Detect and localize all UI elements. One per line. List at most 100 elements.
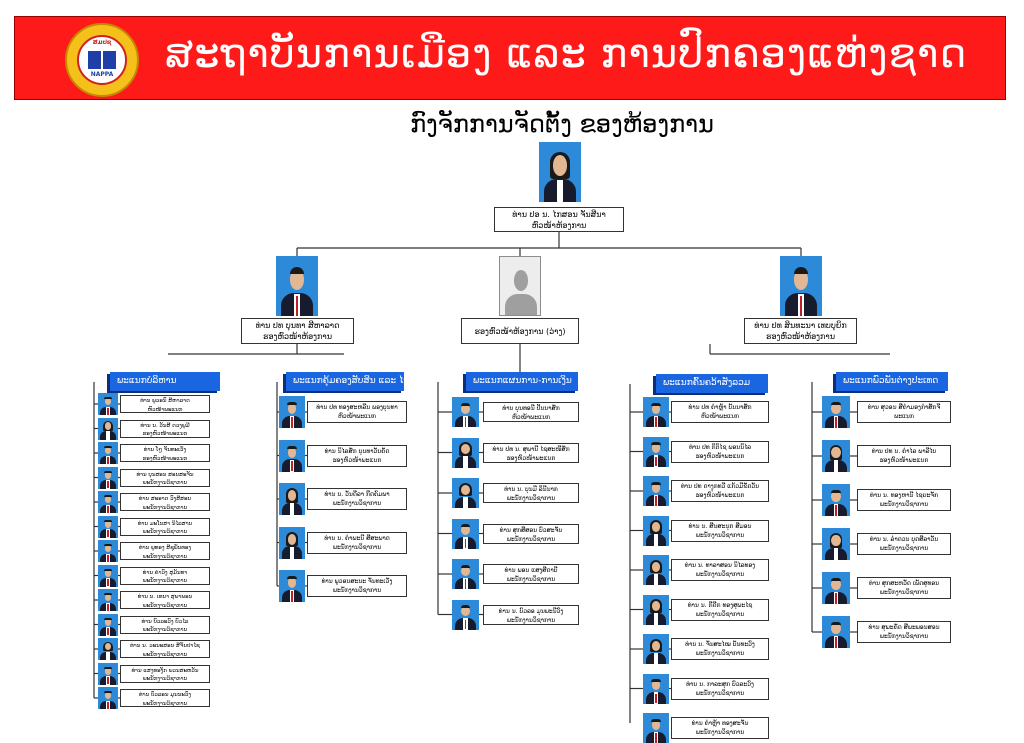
- member-photo: [452, 599, 479, 630]
- member-photo: [279, 570, 305, 602]
- person-role: ພະນັກງານວິຊາການ: [332, 500, 382, 507]
- member-box: ທ່ານ ສຸພະຄັດ ສີພະພອນສອນພະນັກງານວິຊາການ: [857, 621, 951, 643]
- department-header: ພະແນກຄົ້ນຄວ້າສັງລວມ: [656, 374, 768, 393]
- head-shape: [831, 579, 841, 591]
- member-photo: [98, 466, 118, 489]
- person-role: ຫົວໜ້າຫ້ອງການ: [531, 221, 587, 230]
- head-shape: [104, 593, 112, 602]
- hair-shape: [460, 524, 471, 528]
- tie-shape: [107, 579, 109, 587]
- head-shape: [651, 680, 661, 691]
- shirt-shape: [556, 179, 564, 202]
- member-photo: [452, 397, 479, 427]
- shirt-shape: [289, 503, 295, 515]
- member-box: ທ່ານ ພອນ ແສງສີດາບີພະນັກງານວິຊາການ: [483, 564, 579, 584]
- person-role: ຮອງຫົວໜ້າຫ້ອງການ: [263, 332, 332, 341]
- member-photo: [98, 613, 118, 636]
- person-role: ພະນັກງານວິຊາການ: [695, 610, 745, 618]
- shirt-shape: [653, 652, 659, 664]
- person-role: ພະນັກງານວິຊາການ: [695, 571, 745, 578]
- member-box: ທ່ານ ນ. ວັນສີ ດວງພູມີຮອງຫົວໜ້າພະແນກ: [120, 419, 210, 438]
- member-box: ທ່ານ ນ. ຈັນສະໄໝ ບັນທະວົງພະນັກງານວິຊາການ: [671, 638, 769, 660]
- person-name: ທ່ານ ພອນ ແສງສີດາບີ: [504, 567, 558, 574]
- person-role: ຮອງຫົວໜ້າຫ້ອງການ (ວ່າງ): [474, 326, 566, 336]
- head-shape: [289, 269, 305, 290]
- logo-text-bottom: NAPPA: [90, 71, 114, 78]
- tie-shape: [835, 505, 837, 516]
- head-shape: [651, 482, 661, 493]
- tie-shape: [291, 591, 293, 602]
- person-role: ຫົວໜ້າພະແນກ: [701, 413, 739, 420]
- head-shape: [104, 495, 112, 504]
- member-box: ທ່ານ ພູວອນສະນະ ຈັນທະເວັງພະນັກງານວິຊາການ: [307, 575, 407, 597]
- tie-shape: [655, 456, 657, 467]
- deputy-box: ຮອງຫົວໜ້າຫ້ອງການ (ວ່າງ): [461, 318, 579, 344]
- tie-shape: [291, 417, 293, 428]
- hair-shape: [460, 564, 471, 568]
- person-role: ພະນັກງານວິຊາການ: [142, 602, 188, 609]
- hair-shape: [287, 445, 297, 449]
- person-role: ພະນັກງານວິຊາການ: [142, 578, 188, 584]
- member-photo: [822, 396, 850, 428]
- person-name: ທ່ານ ປທ ຄຳຫຼ້າ ບັນນາສັກ: [688, 404, 752, 411]
- director-photo: [539, 142, 581, 202]
- deputy-box: ທ່ານ ປທ ບຸນທາ ສີຫາລາດຮອງຫົວໜ້າຫ້ອງການ: [241, 318, 354, 344]
- hair-shape: [104, 568, 112, 571]
- hair-shape: [287, 576, 297, 580]
- person-name: ທ່ານ ບຸນທອນີ ປັນນາສັກ: [502, 405, 560, 412]
- person-role: ພະນັກງານວິຊາການ: [332, 543, 382, 551]
- head-shape: [104, 569, 112, 577]
- member-box: ທ່ານ ນ. ບຸນມີ ລິນີນາກພະນັກງານວິຊາການ: [483, 483, 579, 503]
- head-shape: [104, 642, 112, 651]
- member-box: ທ່ານ ບຸນສອນ ສອນສະຈັນພະນັກງານວິຊາການ: [120, 468, 210, 487]
- member-photo: [643, 397, 669, 427]
- person-role: ພະນັກງານວິຊາການ: [506, 535, 556, 543]
- member-photo: [643, 476, 669, 506]
- hair-shape: [460, 402, 471, 406]
- person-role: ພະນັກງານວິຊາການ: [695, 650, 745, 657]
- hair-shape: [104, 446, 112, 449]
- hair-shape: [104, 691, 112, 694]
- tie-shape: [799, 296, 803, 316]
- person-role: ຫົວໜ້າພະແນກ: [512, 414, 550, 421]
- tie-shape: [107, 481, 109, 489]
- head-shape: [287, 577, 297, 589]
- hair-shape: [831, 490, 841, 494]
- member-box: ທ່ານ ນ. ທາລາສອນ ນິໄລທອງພະນັກງານວິຊາການ: [671, 559, 769, 581]
- head-shape: [651, 640, 661, 651]
- person-role: ພະນັກງານວິຊາການ: [142, 529, 188, 535]
- person-name: ທ່ານ ນິໄລສັກ ບຸນທາວັນຄັດ: [324, 447, 390, 455]
- head-shape: [460, 403, 471, 414]
- head-shape: [460, 484, 471, 495]
- member-photo: [98, 393, 118, 415]
- member-box: ທ່ານ ນ. ລຳດວນ ບຸດສີລາວັນພະນັກງານວິຊາການ: [857, 533, 951, 555]
- person-name: ທ່ານ ມະໂນສາ ນິໄລສານ: [137, 520, 193, 527]
- member-photo: [822, 440, 850, 472]
- member-box: ທ່ານ ນ. ກາລະສຸກ ບົວລະວົງພະນັກງານວິຊາການ: [671, 677, 769, 700]
- member-box: ທ່ານ ນ. ທອງຫານີ ໄຊຍະຈັກພະນັກງານວິຊາການ: [857, 489, 951, 511]
- department-header: ພະແນກພົວພັນຕ່າງປະເທດ: [836, 372, 948, 391]
- person-name: ທ່ານ ພູວອນົ ສີຫາລາດ: [140, 398, 190, 404]
- head-shape: [651, 443, 661, 454]
- person-name: ທ່ານ ນ. ວະນະສອນ ສີຈັນປາໄຊ: [130, 643, 200, 649]
- member-box: ທ່ານ ພູວອນົ ສີຫາລາດຫົວໜ້າພະແນກ: [120, 395, 210, 413]
- logo-emblem: ສມປຊ NAPPA: [77, 35, 127, 85]
- tie-shape: [655, 693, 657, 704]
- hair-shape: [651, 679, 661, 683]
- member-photo: [643, 673, 669, 704]
- person-role: ພະນັກງານວິຊາການ: [142, 627, 188, 633]
- tie-shape: [464, 579, 467, 589]
- member-box: ທ່ານ ປທ ຄຳຫຼ້າ ບັນນາສັກຫົວໜ້າພະແນກ: [671, 401, 769, 423]
- member-photo: [98, 491, 118, 513]
- head-shape: [513, 270, 529, 291]
- person-role: ພະນັກງານວິຊາການ: [695, 531, 745, 539]
- person-name: ທ່ານ ນ. ທອງຫານີ ໄຊຍະຈັກ: [869, 492, 939, 499]
- head-shape: [831, 491, 841, 503]
- member-photo: [643, 436, 669, 467]
- deputy-photo: [780, 256, 822, 316]
- member-box: ທ່ານ ສຸກສີສອນ ບົວສະຈັນພະນັກງານວິຊາການ: [483, 523, 579, 544]
- person-role: ພະນັກງານວິຊາການ: [142, 676, 188, 682]
- person-role: ຮອງຫົວໜ້າພະແນກ: [142, 455, 188, 462]
- department-header: ພະແນກບໍລິຫານ: [110, 372, 220, 391]
- tie-shape: [835, 417, 837, 428]
